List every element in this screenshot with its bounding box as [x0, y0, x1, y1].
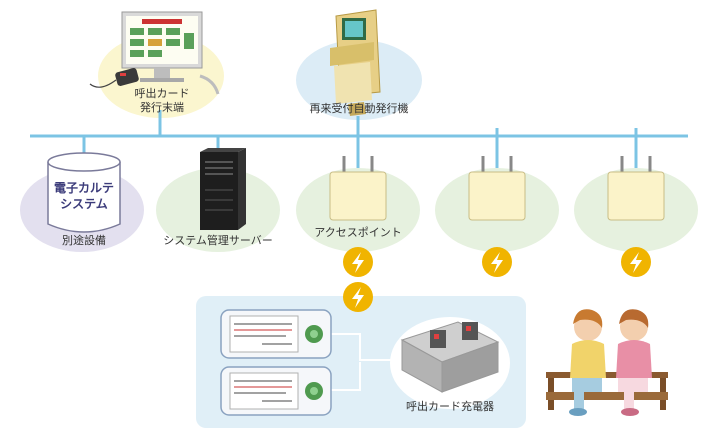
desktop-pc-with-card-reader-icon [89, 11, 220, 95]
terminal-label-line1: 呼出カード [134, 87, 190, 100]
wireless-access-point-icon [329, 156, 387, 221]
kiosk-label: 再来受付自動発行機 [309, 102, 409, 115]
access-point-label: アクセスポイント [314, 226, 402, 239]
card-charger-connectors [330, 333, 400, 391]
lightning-icon [482, 247, 512, 277]
kiosk-machine-icon [330, 9, 381, 116]
pager-card-icon [220, 309, 332, 359]
database-cylinder-icon [47, 152, 121, 233]
lightning-icon [343, 282, 373, 312]
tower-server-icon [200, 148, 246, 230]
pager-card-icon [220, 366, 332, 416]
terminal-label-line2: 発行末端 [140, 101, 184, 114]
charger-label: 呼出カード充電器 [406, 400, 494, 413]
card-charger-icon [390, 317, 510, 409]
people-on-bench-icon [546, 309, 668, 416]
server-label: システム管理サーバー [163, 234, 273, 247]
lightning-icon [343, 247, 373, 277]
wireless-access-point-icon [607, 156, 665, 221]
ehr-title-line1: 電子カルテ [53, 181, 114, 195]
lightning-icon [621, 247, 651, 277]
ehr-title-line2: システム [60, 197, 108, 211]
ehr-caption: 別途設備 [62, 234, 106, 247]
wireless-access-point-icon [468, 156, 526, 221]
network-backbone [30, 110, 688, 168]
